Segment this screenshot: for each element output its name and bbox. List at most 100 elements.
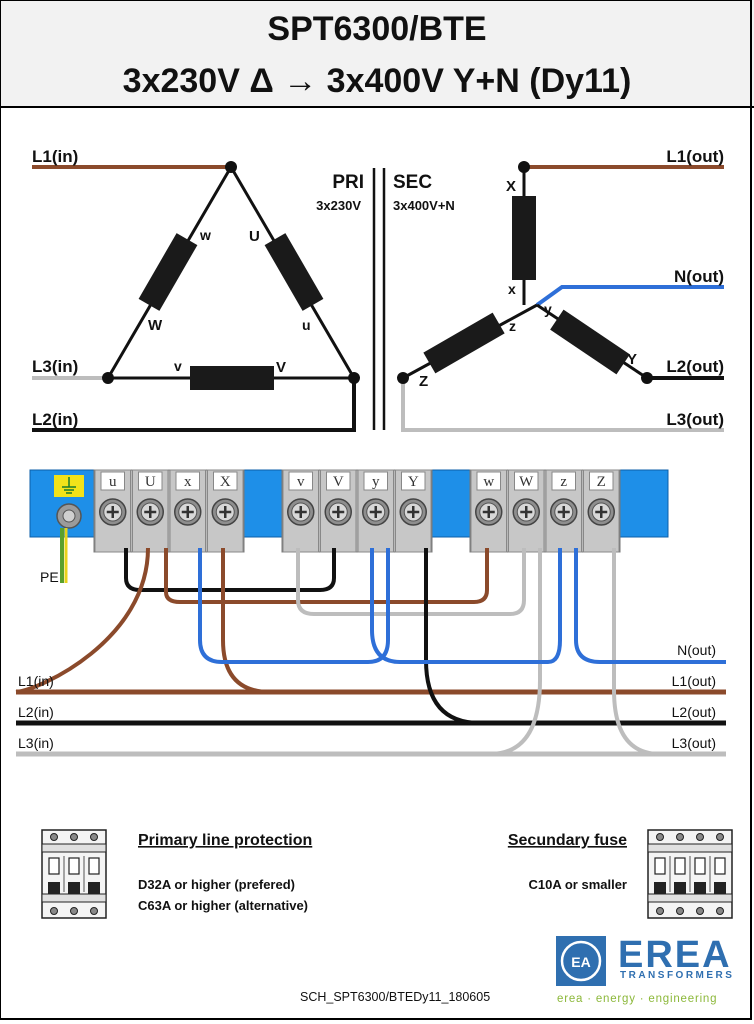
wire-Z-l3-out	[612, 548, 661, 756]
l2-out-label: L2(out)	[666, 357, 724, 376]
svg-text:Z: Z	[419, 373, 428, 390]
erea-logo-mark: EA	[556, 936, 606, 986]
terminal-label: z	[560, 474, 567, 490]
wire-n-out	[574, 548, 726, 664]
logo-text: EREA	[618, 934, 732, 976]
terminal-Y[interactable]: Y	[395, 469, 432, 553]
primary-protection: Primary line protection D32A or higher (…	[41, 829, 312, 919]
logo-tagline: erea · energy · engineering	[557, 993, 718, 1005]
page-title: SPT6300/BTE	[267, 10, 487, 48]
winding-x-coil	[512, 196, 536, 280]
secondary-fuse-line-1: C10A or smaller	[528, 877, 627, 892]
wiring-harness: L1(in) L2(in) L3(in) N(out) L1(out) L2(o…	[15, 547, 726, 757]
svg-text:w: w	[199, 227, 211, 243]
primary-protection-title: Primary line protection	[138, 832, 312, 849]
winding-u-coil	[264, 233, 324, 311]
terminal-W[interactable]: W	[508, 469, 545, 553]
svg-text:U: U	[249, 228, 260, 245]
l2-in-wire	[32, 378, 356, 432]
l2-out-wire-label: L2(out)	[672, 704, 716, 720]
l1-out-label: L1(out)	[666, 147, 724, 166]
l3-in-wire-label: L3(in)	[18, 735, 54, 751]
svg-text:v: v	[174, 358, 182, 374]
svg-text:Y: Y	[627, 351, 637, 368]
three-pole-breaker-icon	[41, 829, 107, 919]
terminal-Z[interactable]: Z	[583, 469, 620, 553]
n-out-label: N(out)	[674, 267, 724, 286]
winding-y-coil	[550, 309, 630, 375]
wire-y-z-neutral	[370, 548, 562, 664]
terminal-label: X	[220, 474, 231, 490]
winding-z-coil	[423, 312, 505, 374]
terminal-label: x	[184, 474, 192, 490]
wire-v-W	[296, 548, 526, 616]
terminal-label: U	[145, 474, 156, 490]
sec-voltage: 3x400V+N	[393, 198, 455, 213]
secondary-protection: Secundary fuse C10A or smaller	[508, 829, 733, 919]
secondary-star: L1(out) N(out) L2(out) L3(out) X x y z Y…	[397, 147, 724, 432]
page-subtitle: 3x230V Δ → 3x400V Y+N (Dy11)	[122, 62, 632, 100]
terminal-label: V	[333, 474, 344, 490]
transformer-core: PRI 3x230V SEC 3x400V+N	[316, 168, 455, 430]
wire-x-neutral	[198, 548, 390, 664]
l2-in-label: L2(in)	[32, 410, 78, 429]
winding-v-coil	[190, 366, 274, 390]
terminal-label: W	[519, 474, 534, 490]
n-out-wire	[535, 285, 724, 307]
terminal-w[interactable]: w	[470, 469, 507, 553]
l3-in-label: L3(in)	[32, 357, 78, 376]
four-pole-breaker-icon	[647, 829, 733, 919]
terminal-u[interactable]: u	[94, 469, 131, 553]
svg-text:EA: EA	[571, 954, 590, 970]
wire-u-v	[124, 548, 336, 592]
terminal-z[interactable]: z	[545, 469, 582, 553]
primary-protection-line-2: C63A or higher (alternative)	[138, 898, 308, 913]
svg-text:u: u	[302, 317, 311, 333]
terminal-label: y	[372, 474, 380, 490]
wire-W-l3	[489, 548, 542, 756]
pe-label: PE	[40, 569, 59, 585]
l1-in-wire-label: L1(in)	[18, 673, 54, 689]
svg-text:X: X	[506, 178, 516, 195]
pri-voltage: 3x230V	[316, 198, 361, 213]
l1-out-wire-label: L1(out)	[672, 673, 716, 689]
pri-label: PRI	[332, 172, 364, 193]
winding-w-coil	[138, 233, 198, 311]
terminal-y[interactable]: y	[357, 469, 394, 553]
svg-text:W: W	[148, 317, 163, 334]
terminal-X[interactable]: X	[207, 469, 244, 553]
svg-text:x: x	[508, 281, 516, 297]
logo-subtext: TRANSFORMERS	[620, 970, 735, 981]
terminal-label: w	[483, 474, 494, 490]
secondary-fuse-title: Secundary fuse	[508, 832, 627, 849]
terminal-U[interactable]: U	[132, 469, 169, 553]
primary-delta: L1(in) L3(in) L2(in) w U W u v V	[32, 147, 360, 432]
l3-out-label: L3(out)	[666, 410, 724, 429]
wire-l1-in	[15, 547, 150, 694]
l2-in-wire-label: L2(in)	[18, 704, 54, 720]
document-id: SCH_SPT6300/BTEDy11_180605	[300, 990, 491, 1004]
sec-label: SEC	[393, 172, 432, 193]
primary-protection-line-1: D32A or higher (prefered)	[138, 877, 295, 892]
svg-text:V: V	[276, 359, 286, 376]
terminal-label: v	[297, 474, 305, 490]
l1-in-label: L1(in)	[32, 147, 78, 166]
l3-out-wire	[401, 378, 724, 432]
svg-text:z: z	[509, 318, 516, 334]
terminal-label: Y	[408, 474, 419, 490]
terminal-v[interactable]: v	[282, 469, 319, 553]
earth-icon	[62, 477, 76, 494]
terminal-label: u	[109, 474, 117, 490]
l3-out-wire-label: L3(out)	[672, 735, 716, 751]
wire-X-l1-out	[221, 548, 271, 694]
terminal-V[interactable]: V	[320, 469, 357, 553]
terminal-x[interactable]: x	[169, 469, 206, 553]
